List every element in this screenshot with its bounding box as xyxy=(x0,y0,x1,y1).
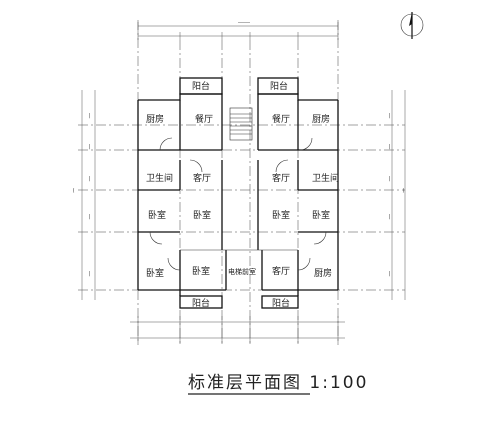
svg-text:|: | xyxy=(388,113,391,119)
north-arrow-icon xyxy=(400,12,424,39)
svg-text:(: ( xyxy=(72,188,75,194)
room-label: 厨房 xyxy=(312,113,330,125)
svg-text:|: | xyxy=(388,271,391,277)
room-label: 卧室 xyxy=(312,209,330,221)
svg-text:|: | xyxy=(88,144,91,150)
svg-text:|: | xyxy=(88,214,91,220)
svg-text:|: | xyxy=(88,176,91,182)
building-walls xyxy=(137,77,339,309)
room-label: 阳台 xyxy=(192,80,210,92)
svg-text:|: | xyxy=(388,214,391,220)
room-label: 卧室 xyxy=(148,209,166,221)
room-label: 卧室 xyxy=(192,265,210,277)
side-dimension-lines: | | | | | | | | | | ( ) xyxy=(72,90,406,300)
room-label: 阳台 xyxy=(270,80,288,92)
top-dimension-lines: ———— xyxy=(137,20,339,40)
svg-text:): ) xyxy=(402,188,405,194)
room-label: 卫生间 xyxy=(312,172,339,184)
room-label: 卧室 xyxy=(146,267,164,279)
grid-axes xyxy=(78,20,405,345)
svg-text:|: | xyxy=(88,271,91,277)
room-label: 电梯前室 xyxy=(228,267,256,276)
room-label: 厨房 xyxy=(146,113,164,125)
svg-text:|: | xyxy=(388,176,391,182)
room-label: 客厅 xyxy=(272,265,290,277)
drawing-title: 标准层平面图 1:100 xyxy=(188,373,368,393)
room-label: 客厅 xyxy=(193,172,211,184)
room-label: 餐厅 xyxy=(272,113,290,125)
svg-text:|: | xyxy=(88,113,91,119)
svg-text:|: | xyxy=(388,144,391,150)
room-label: 客厅 xyxy=(272,172,290,184)
room-label: 厨房 xyxy=(314,267,332,279)
room-label: 阳台 xyxy=(272,297,290,309)
svg-text:————: ———— xyxy=(238,20,251,26)
door-swings xyxy=(149,137,327,271)
room-label: 卧室 xyxy=(193,209,211,221)
bottom-dimension-lines xyxy=(130,316,345,344)
room-label: 卫生间 xyxy=(146,172,173,184)
room-label: 餐厅 xyxy=(195,113,213,125)
room-label: 卧室 xyxy=(272,209,290,221)
room-label: 阳台 xyxy=(192,297,210,309)
